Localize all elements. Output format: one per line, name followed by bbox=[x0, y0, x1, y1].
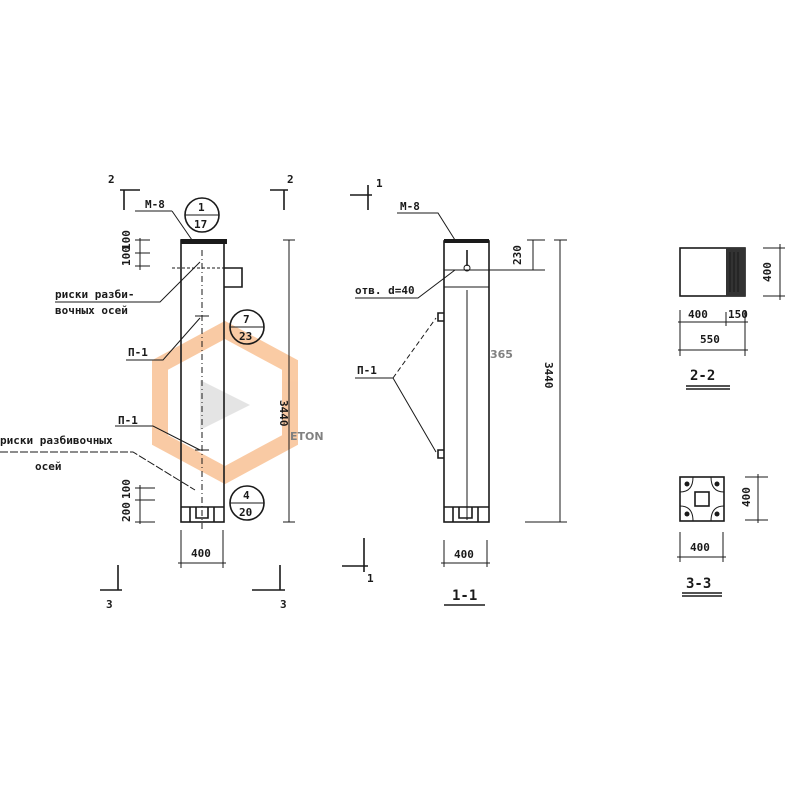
callout-top-number: 1 bbox=[198, 201, 205, 214]
section-mark-1-top: 1 bbox=[376, 177, 383, 190]
section-mark-2-right: 2 bbox=[287, 173, 294, 186]
dim-width: 400 bbox=[191, 547, 211, 560]
dim-width: 400 bbox=[690, 541, 710, 554]
callout-4-20: 4 20 bbox=[229, 485, 265, 521]
callout-top-number: 4 bbox=[243, 489, 250, 502]
section-mark-1-bottom: 1 bbox=[367, 572, 374, 585]
dim-height: 3440 bbox=[542, 362, 555, 389]
dim-top-2: 100 bbox=[120, 246, 133, 266]
axis-marks-bottom-label: риски разбивочных bbox=[0, 434, 113, 447]
dim-bottom-2: 200 bbox=[120, 502, 133, 522]
loop-label: П-1 bbox=[357, 364, 377, 377]
watermark-eton: ETON bbox=[290, 430, 324, 443]
dim-400: 400 bbox=[688, 308, 708, 321]
axis-marks-bottom-label: осей bbox=[35, 460, 62, 473]
callout-1-17: 1 17 bbox=[184, 197, 220, 233]
loop-label: П-1 bbox=[118, 414, 138, 427]
dim-bottom-1: 100 bbox=[120, 479, 133, 499]
loop-label: П-1 bbox=[128, 346, 148, 359]
section-mark-2-left: 2 bbox=[108, 173, 115, 186]
hole-label: отв. d=40 bbox=[355, 284, 415, 297]
dim-top: 230 bbox=[511, 245, 524, 265]
section-2-2: 400 400 150 550 2-2 bbox=[678, 244, 785, 390]
section-title: 1-1 bbox=[452, 588, 477, 604]
watermark-logo-icon bbox=[152, 320, 298, 485]
callout-7-23: 7 23 bbox=[229, 309, 265, 345]
section-3-3: 400 400 3-3 bbox=[677, 474, 768, 597]
section-mark-3-left: 3 bbox=[106, 598, 113, 611]
section-title: 2-2 bbox=[690, 368, 715, 384]
watermark-365: 365 bbox=[490, 348, 513, 361]
dim-top-1: 100 bbox=[120, 230, 133, 250]
dim-150: 150 bbox=[728, 308, 748, 321]
callout-top-number: 7 bbox=[243, 313, 250, 326]
plate-label: М-8 bbox=[400, 200, 420, 213]
column-elevation: 1 17 7 23 4 20 2 2 3 3 М-8 риски разби- … bbox=[0, 173, 295, 611]
dim-height: 3440 bbox=[277, 400, 290, 427]
callout-bottom-number: 23 bbox=[239, 330, 252, 343]
callout-bottom-number: 20 bbox=[239, 506, 252, 519]
dim-height: 400 bbox=[740, 487, 753, 507]
section-1-1: 1 1 М-8 отв. d=40 П-1 230 3440 400 1-1 bbox=[342, 177, 567, 606]
axis-marks-label: риски разби- bbox=[55, 288, 134, 301]
section-title: 3-3 bbox=[686, 576, 711, 592]
dim-550: 550 bbox=[700, 333, 720, 346]
dim-width: 400 bbox=[454, 548, 474, 561]
watermark: 365 ETON bbox=[152, 320, 513, 485]
dim-height: 400 bbox=[761, 262, 774, 282]
callout-bottom-number: 17 bbox=[194, 218, 207, 231]
axis-marks-label: вочных осей bbox=[55, 304, 128, 317]
plate-label: М-8 bbox=[145, 198, 165, 211]
section-mark-3-right: 3 bbox=[280, 598, 287, 611]
